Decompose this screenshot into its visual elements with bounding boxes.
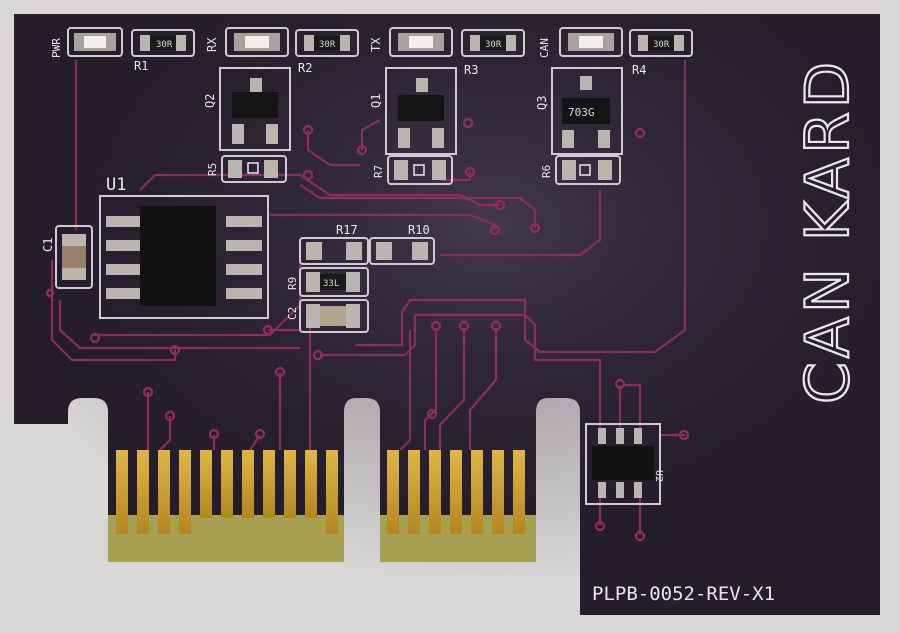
leds xyxy=(67,27,623,57)
board-title: CAN KARD xyxy=(793,58,863,404)
gold-fingers xyxy=(116,450,525,534)
label-q1: Q1 xyxy=(369,94,383,108)
label-r4: R4 xyxy=(632,63,646,77)
u1-chip xyxy=(99,195,269,319)
marking-r3: 30R xyxy=(485,40,502,50)
mid-resistors xyxy=(299,237,435,333)
label-led-pwr: PWR xyxy=(50,38,63,58)
label-r7: R7 xyxy=(372,165,385,178)
marking-r9: 33L xyxy=(323,279,339,289)
label-r1: R1 xyxy=(134,59,148,73)
small-resistors xyxy=(221,155,621,185)
u2-chip xyxy=(585,423,661,505)
copper-traces xyxy=(50,60,687,535)
label-led-tx: TX xyxy=(369,37,383,52)
part-number: PLPB-0052-REV-X1 xyxy=(592,583,775,605)
marking-r2: 30R xyxy=(319,40,336,50)
label-r10: R10 xyxy=(408,223,430,237)
label-r3: R3 xyxy=(464,63,478,77)
marking-q3: 703G xyxy=(568,106,595,119)
marking-r1: 30R xyxy=(156,40,173,50)
transistors xyxy=(219,67,623,155)
c1-capacitor xyxy=(55,225,93,289)
label-c1: C1 xyxy=(41,238,55,252)
label-c2: C2 xyxy=(286,307,299,320)
label-led-rx: RX xyxy=(205,37,219,52)
label-u1: U1 xyxy=(106,175,126,195)
label-q3: Q3 xyxy=(535,96,549,110)
marking-r4: 30R xyxy=(653,40,670,50)
label-r9: R9 xyxy=(286,277,299,290)
label-r17: R17 xyxy=(336,223,358,237)
top-resistors xyxy=(131,29,693,57)
label-r5: R5 xyxy=(206,163,219,176)
vias xyxy=(45,117,690,542)
label-r6: R6 xyxy=(540,165,553,178)
label-led-can: CAN xyxy=(538,38,551,58)
label-u2: U2 xyxy=(653,470,664,482)
label-r2: R2 xyxy=(298,61,312,75)
label-q2: Q2 xyxy=(203,94,217,108)
silkscreen-labels: PWR RX TX CAN R1 R2 R3 R4 Q2 Q1 Q3 R5 R7… xyxy=(41,37,670,482)
